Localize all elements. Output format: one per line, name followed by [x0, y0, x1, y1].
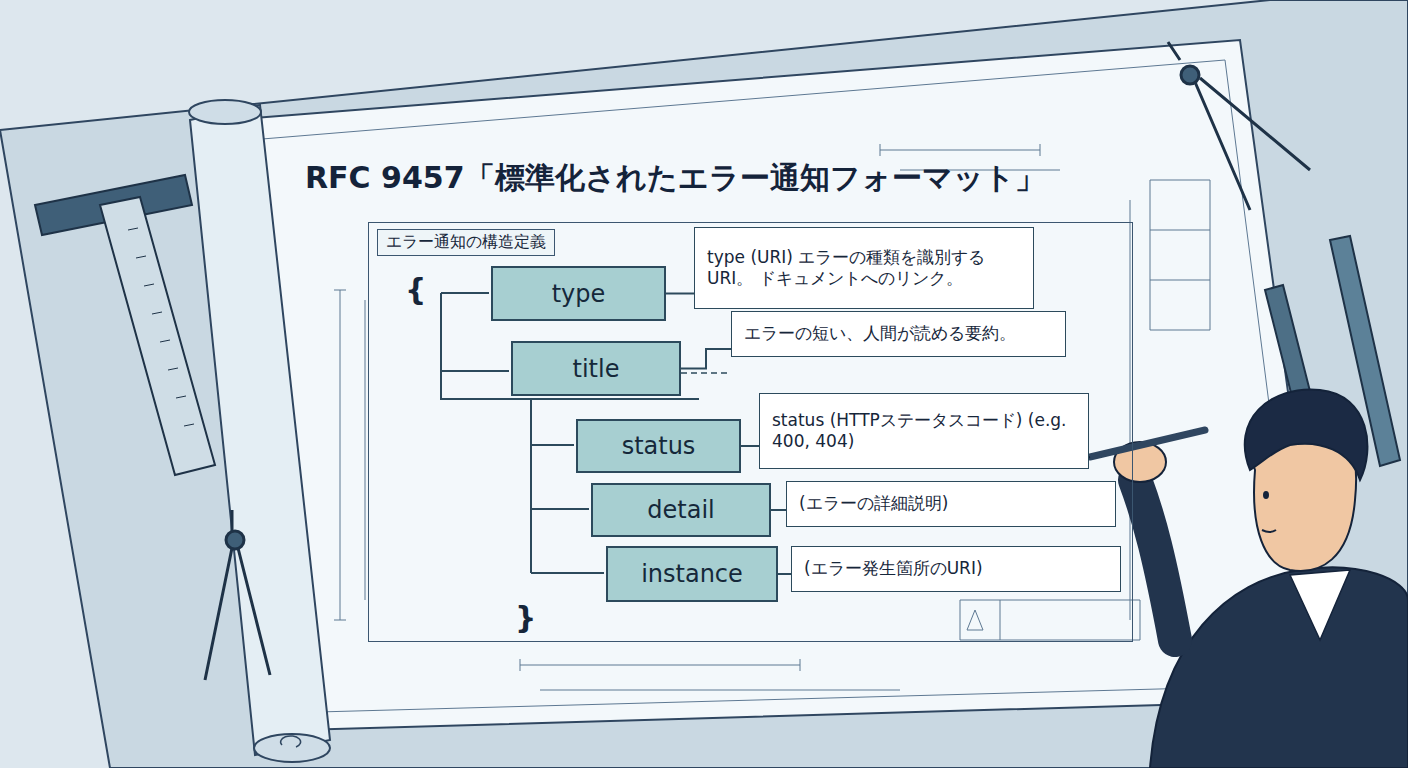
- sheet-frame: [250, 60, 1305, 712]
- brace: }: [515, 600, 536, 635]
- description-box: (エラー発生箇所のURI): [791, 546, 1121, 592]
- field-name: title: [573, 355, 620, 383]
- description-box: status (HTTPステータスコード) (e.g. 400, 404): [759, 393, 1089, 469]
- panel-heading: エラー通知の構造定義: [377, 229, 555, 256]
- field-description: (エラー発生箇所のURI): [804, 558, 983, 579]
- field-box: detail: [591, 483, 771, 537]
- field-description: エラーの短い、人間が読める要約。: [744, 323, 1016, 344]
- description-box: type (URI) エラーの種類を識別するURI。 ドキュメントへのリンク。: [694, 227, 1034, 309]
- connector-line: [681, 349, 731, 369]
- field-name: status: [622, 432, 696, 460]
- compass: [205, 510, 270, 680]
- blueprint-sheet: [230, 40, 1330, 730]
- diagram-title: RFC 9457「標準化されたエラー通知フォーマット」: [305, 158, 1045, 199]
- connector-line: [741, 445, 759, 447]
- engineer: [1080, 390, 1408, 768]
- paper-roll: [189, 100, 330, 762]
- brace: {: [405, 272, 426, 307]
- description-box: (エラーの詳細説明): [786, 481, 1116, 527]
- connector-line: [778, 573, 791, 575]
- field-description: status (HTTPステータスコード) (e.g. 400, 404): [772, 410, 1076, 453]
- description-box: エラーの短い、人間が読める要約。: [731, 311, 1066, 357]
- field-box: instance: [606, 546, 778, 602]
- connector-line: [771, 509, 786, 511]
- t-square: [35, 175, 215, 475]
- field-name: instance: [641, 560, 743, 588]
- connector-line: [666, 293, 694, 295]
- structure-panel: エラー通知の構造定義 type type (URI) エラーの種類を識別するURI。…: [368, 222, 1133, 642]
- field-description: type (URI) エラーの種類を識別するURI。 ドキュメントへのリンク。: [707, 247, 1021, 290]
- dimension-lines: [334, 144, 1210, 690]
- compass: [1168, 42, 1310, 210]
- field-name: detail: [647, 496, 714, 524]
- dashed-line: [681, 372, 729, 374]
- field-box: type: [491, 266, 666, 321]
- field-box: status: [576, 419, 741, 473]
- field-description: (エラーの詳細説明): [799, 493, 948, 514]
- field-name: type: [552, 280, 606, 308]
- field-box: title: [511, 341, 681, 396]
